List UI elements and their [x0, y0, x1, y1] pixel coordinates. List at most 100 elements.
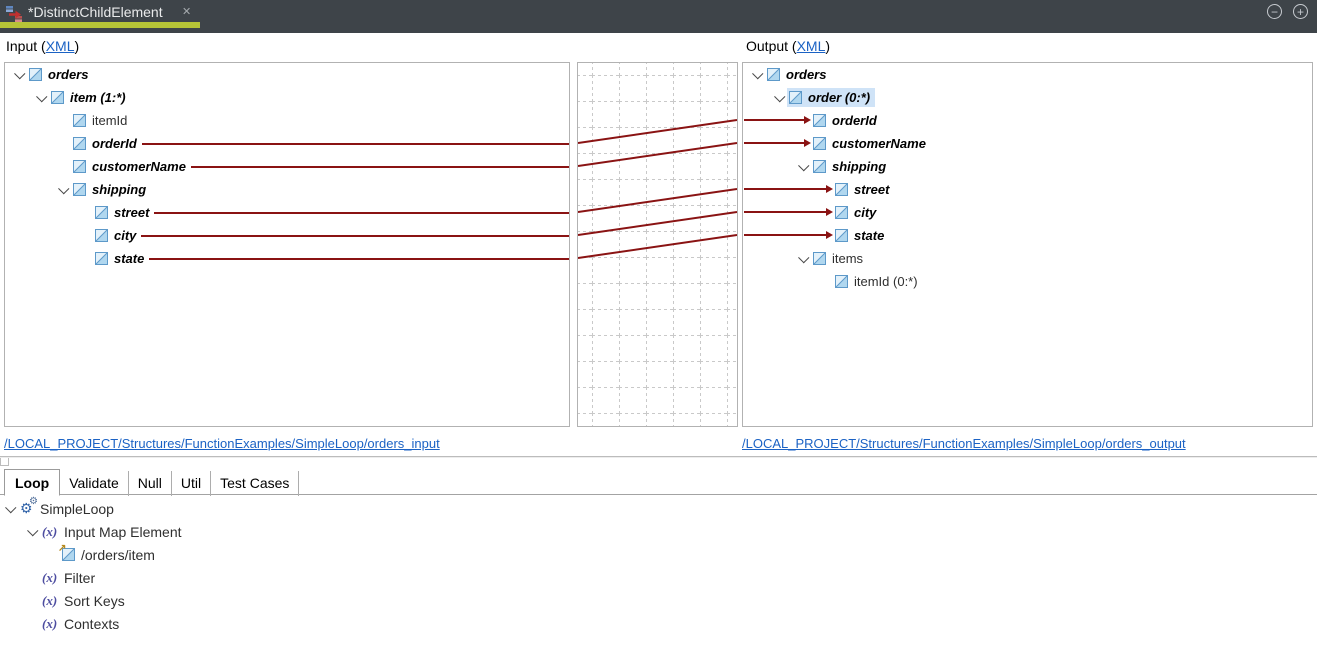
element-icon	[73, 114, 86, 127]
output-tree-item-items[interactable]: items	[743, 247, 1312, 270]
document-tab-title: *DistinctChildElement	[28, 4, 163, 20]
output-tree-item-orderid[interactable]: orderId	[743, 109, 1312, 132]
tree-item-label: street	[114, 205, 150, 220]
input-tree-item-city[interactable]: city	[5, 224, 569, 247]
input-panel-header: Input (XML)	[6, 38, 79, 54]
collapse-icon[interactable]: −	[1267, 4, 1282, 19]
tree-item-input-map-element[interactable]: (x) Input Map Element	[0, 520, 1317, 543]
tree-item-label: street	[854, 182, 890, 197]
tab-util[interactable]: Util	[172, 471, 212, 496]
mapping-arrow[interactable]	[744, 185, 833, 193]
document-tab[interactable]: *DistinctChildElement ✕	[0, 0, 200, 33]
function-icon: (x)	[42, 523, 58, 539]
tree-item-sort-keys[interactable]: (x) Sort Keys	[0, 589, 1317, 612]
tree-item-label: Contexts	[64, 615, 120, 632]
tree-item-label: SimpleLoop	[40, 500, 114, 517]
chevron-down-icon[interactable]	[749, 66, 767, 84]
input-xml-link[interactable]: XML	[45, 38, 75, 54]
element-icon	[95, 252, 108, 265]
mapping-line[interactable]	[141, 234, 569, 237]
mapping-line[interactable]	[149, 257, 569, 260]
element-icon	[73, 160, 86, 173]
output-tree-item-order-selected[interactable]: order (0:*)	[743, 86, 1312, 109]
mapping-canvas	[577, 62, 738, 427]
tab-test-cases[interactable]: Test Cases	[211, 471, 300, 496]
tree-item-label: city	[854, 205, 877, 220]
expand-icon[interactable]: +	[1293, 4, 1308, 19]
element-icon	[789, 91, 802, 104]
mapping-arrow[interactable]	[744, 139, 811, 147]
output-tree-item-street[interactable]: street	[743, 178, 1312, 201]
mapping-arrow[interactable]	[744, 231, 833, 239]
chevron-down-icon[interactable]	[795, 158, 813, 176]
tree-item-filter[interactable]: (x) Filter	[0, 566, 1317, 589]
tree-item-label: items	[832, 251, 864, 266]
output-tree-item-orders[interactable]: orders	[743, 63, 1312, 86]
chevron-down-icon[interactable]	[795, 250, 813, 268]
tree-item-label: orderId	[92, 136, 137, 151]
chevron-down-icon[interactable]	[33, 89, 51, 107]
input-label: Input (	[6, 38, 46, 54]
tree-item-contexts[interactable]: (x) Contexts	[0, 612, 1317, 635]
chevron-down-icon[interactable]	[24, 523, 42, 541]
input-tree-item-shipping[interactable]: shipping	[5, 178, 569, 201]
tab-null[interactable]: Null	[129, 471, 172, 496]
input-tree-item-orderid[interactable]: orderId	[5, 132, 569, 155]
input-tree-panel: orders item (1:*) itemId orderId custome…	[4, 62, 570, 427]
input-tree-item-orders[interactable]: orders	[5, 63, 569, 86]
editor-tab-bar: *DistinctChildElement ✕ − +	[0, 0, 1317, 33]
bottom-tab-strip: Loop Validate Null Util Test Cases	[4, 469, 300, 496]
tree-item-label: /orders/item	[81, 546, 155, 563]
mapping-lines-svg	[577, 63, 738, 426]
shortcut-arrow-icon: ↗	[58, 543, 67, 554]
input-tree-item-street[interactable]: street	[5, 201, 569, 224]
mapping-line[interactable]	[154, 211, 569, 214]
tab-loop[interactable]: Loop	[4, 469, 61, 496]
input-tree-item-item[interactable]: item (1:*)	[5, 86, 569, 109]
mapping-arrow[interactable]	[744, 116, 811, 124]
tree-item-label: Sort Keys	[64, 592, 125, 609]
element-icon	[835, 206, 848, 219]
element-icon	[813, 160, 826, 173]
element-icon	[813, 252, 826, 265]
close-icon[interactable]: ✕	[182, 6, 192, 18]
tree-item-label: state	[854, 228, 885, 243]
tree-item-label: state	[114, 251, 145, 266]
tab-validate[interactable]: Validate	[60, 471, 129, 496]
mapping-line[interactable]	[141, 142, 569, 145]
input-tree-item-customername[interactable]: customerName	[5, 155, 569, 178]
input-tree-item-itemid[interactable]: itemId	[5, 109, 569, 132]
tree-item-label: Input Map Element	[64, 523, 182, 540]
chevron-down-icon[interactable]	[11, 66, 29, 84]
output-label-suffix: )	[825, 38, 831, 54]
chevron-down-icon[interactable]	[2, 500, 20, 518]
output-tree-item-shipping[interactable]: shipping	[743, 155, 1312, 178]
element-icon	[29, 68, 42, 81]
output-tree-item-customername[interactable]: customerName	[743, 132, 1312, 155]
mapping-line[interactable]	[190, 165, 569, 168]
input-tree-item-state[interactable]: state	[5, 247, 569, 270]
output-tree-item-itemid[interactable]: itemId (0:*)	[743, 270, 1312, 293]
output-xml-link[interactable]: XML	[796, 38, 826, 54]
selected-row-highlight[interactable]: order (0:*)	[787, 88, 876, 107]
element-icon	[835, 183, 848, 196]
function-icon: (x)	[42, 592, 58, 608]
tree-item-orders-item-path[interactable]: ↗ /orders/item	[0, 543, 1317, 566]
output-structure-path-link[interactable]: /LOCAL_PROJECT/Structures/FunctionExampl…	[742, 436, 1186, 451]
mapping-arrow[interactable]	[744, 208, 833, 216]
canvas-grid	[578, 63, 737, 426]
chevron-down-icon[interactable]	[55, 181, 73, 199]
element-icon	[835, 275, 848, 288]
tree-item-label: shipping	[92, 182, 147, 197]
tree-item-simpleloop[interactable]: ⚙⚙ SimpleLoop	[0, 495, 1317, 520]
tree-item-label: orders	[786, 67, 827, 82]
tree-item-label: orders	[48, 67, 89, 82]
output-tree-item-city[interactable]: city	[743, 201, 1312, 224]
transform-gears-icon: ⚙⚙	[20, 495, 38, 516]
horizontal-splitter[interactable]	[0, 456, 1317, 457]
output-tree-item-state[interactable]: state	[743, 224, 1312, 247]
mapping-connector-lines[interactable]	[577, 119, 738, 259]
input-structure-path-link[interactable]: /LOCAL_PROJECT/Structures/FunctionExampl…	[4, 436, 440, 451]
splitter-handle[interactable]	[0, 458, 9, 466]
